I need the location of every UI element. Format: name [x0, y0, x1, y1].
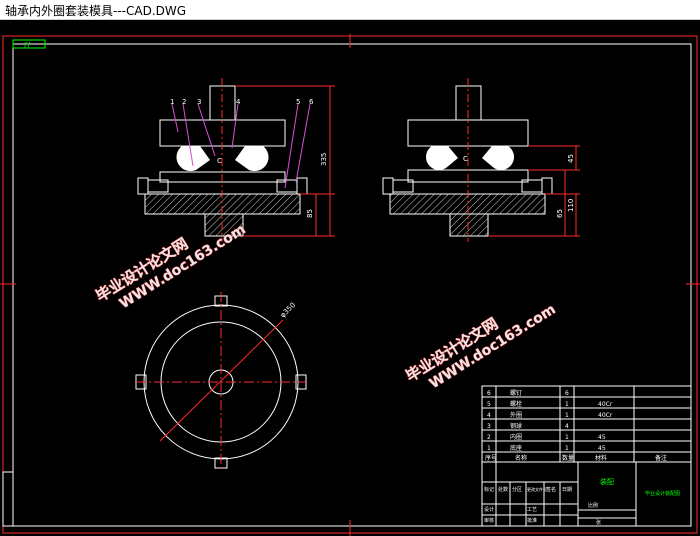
front-view[interactable]: C 1 2 3 4 5 6 335 85: [137, 78, 335, 242]
bom-header-qty: 数量: [562, 454, 574, 462]
bom-table[interactable]: 6 螺钉 6 5 螺栓 1 40Cr 4 外圈 1 40Cr 3 钢球 4 2 …: [481, 385, 692, 527]
bom-row-4-name: 外圈: [510, 411, 522, 419]
side-view[interactable]: C 45 65 110: [382, 78, 580, 242]
dim-110: 110: [567, 199, 575, 212]
watermark-2: 毕业设计论文网 WWW.doc163.com: [402, 301, 559, 392]
bom-row-3-no: 3: [487, 423, 491, 430]
bom-row-5-no: 5: [487, 401, 491, 408]
bom-row-5-name: 螺栓: [510, 400, 522, 408]
bom-header-name: 名称: [515, 454, 527, 462]
tb-label-zone: 分区: [512, 486, 522, 493]
bom-row-2-name: 内圈: [510, 433, 522, 441]
bom-row-6-no: 6: [487, 390, 491, 397]
bom-row-6-name: 螺钉: [510, 389, 522, 397]
tb-label-sign: 签名: [546, 486, 556, 493]
tb-label-change: 更改文件号: [527, 486, 547, 492]
callout-3: 3: [197, 98, 201, 106]
dim-335: 335: [320, 153, 328, 166]
dim-85: 85: [306, 209, 314, 218]
tb-role-design: 设计: [484, 506, 494, 513]
window-title: 轴承内外圈套装模具---CAD.DWG: [5, 4, 187, 18]
bom-row-2-material: 45: [598, 434, 606, 441]
left-edge-strip: [2, 471, 14, 527]
tb-label-date: 日期: [562, 487, 572, 493]
corner-tag-box: [12, 39, 46, 49]
bom-row-4-material: 40Cr: [598, 412, 613, 419]
bom-row-5-qty: 1: [565, 401, 569, 408]
bom-row-6-qty: 6: [565, 390, 569, 397]
tb-scale: 比例: [588, 502, 598, 509]
corner-tag: JY: [23, 41, 31, 49]
tb-label-mark: 标记: [484, 486, 494, 493]
tb-label-count: 处数: [498, 486, 508, 493]
bom-row-1-name: 底座: [510, 444, 522, 452]
bom-row-2-qty: 1: [565, 434, 569, 441]
bom-row-5-material: 40Cr: [598, 401, 613, 408]
dim-phi350: φ350: [279, 301, 297, 319]
dim-45: 45: [567, 154, 575, 163]
bom-header-no: 序号: [485, 454, 497, 462]
bom-row-3-name: 钢球: [510, 422, 522, 430]
bom-row-1-material: 45: [598, 445, 606, 452]
bom-row-4-qty: 1: [565, 412, 569, 419]
tb-role-approve: 批准: [527, 517, 537, 524]
tb-sheet: 张: [596, 519, 601, 526]
tb-role-process: 工艺: [527, 507, 537, 513]
tb-school: 毕业设计装配图: [645, 490, 680, 497]
plan-view[interactable]: φ350: [135, 292, 307, 472]
tb-role-review: 审核: [484, 517, 494, 524]
tb-drawing-name: 装配: [600, 477, 614, 486]
callout-5: 5: [296, 98, 300, 106]
bom-header-note: 备注: [655, 454, 667, 462]
bom-row-2-no: 2: [487, 434, 491, 441]
callout-1: 1: [170, 98, 174, 106]
dim-65: 65: [556, 209, 564, 218]
bom-row-3-qty: 4: [565, 423, 569, 430]
callout-2: 2: [182, 98, 186, 106]
callout-6: 6: [309, 98, 314, 106]
bom-row-4-no: 4: [487, 412, 491, 419]
inner-border: [12, 43, 692, 527]
cad-drawing-canvas[interactable]: JY C 1 2 3 4 5 6: [0, 20, 700, 536]
svg-text:C: C: [463, 155, 468, 163]
bom-row-1-no: 1: [487, 445, 491, 452]
svg-text:C: C: [217, 157, 222, 165]
window-titlebar: 轴承内外圈套装模具---CAD.DWG: [0, 0, 700, 20]
bom-header-material: 材料: [595, 454, 607, 462]
bom-row-1-qty: 1: [565, 445, 569, 452]
callout-4: 4: [236, 98, 241, 106]
